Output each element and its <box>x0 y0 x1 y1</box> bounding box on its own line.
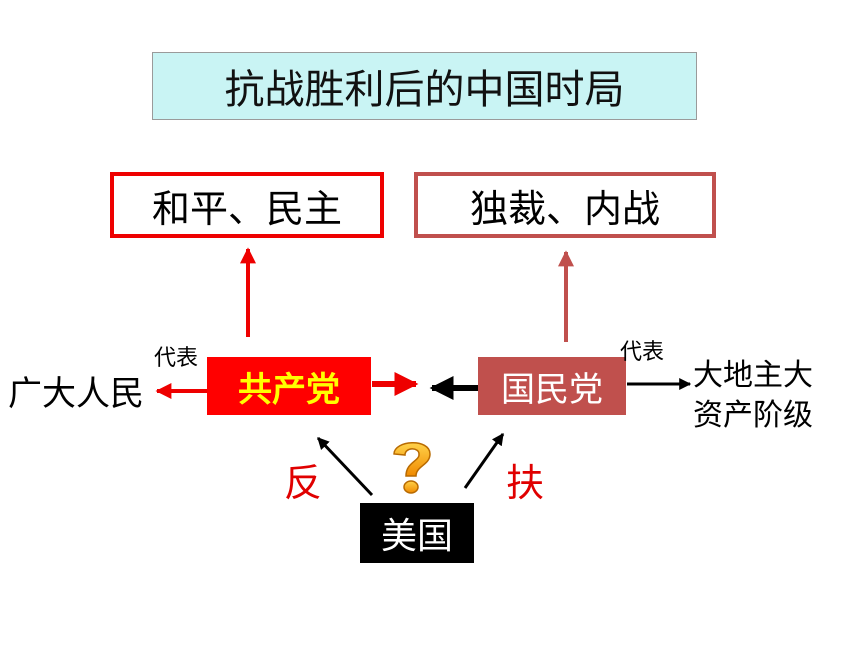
usa-box: 美国 <box>360 503 474 563</box>
question-mark-icon <box>393 442 431 494</box>
usa-support-arrow <box>463 433 505 489</box>
ccp-box: 共产党 <box>207 357 371 415</box>
diagram-title: 抗战胜利后的中国时局 <box>152 52 697 120</box>
ccp-goal-box: 和平、民主 <box>110 172 384 238</box>
kmt-represents-text: 大地主大 资产阶级 <box>693 356 813 436</box>
kmt-represent-label: 代表 <box>620 340 665 365</box>
kmt-goal-box: 独裁、内战 <box>414 172 716 238</box>
usa-oppose-label: 反 <box>284 461 323 505</box>
usa-support-label: 扶 <box>506 461 545 505</box>
kmt-box: 国民党 <box>478 357 626 415</box>
kmt-represents-line-1: 大地主大 <box>693 358 813 393</box>
kmt-represents-line-2: 资产阶级 <box>693 398 813 433</box>
usa-oppose-arrow <box>316 436 374 497</box>
ccp-represent-label: 代表 <box>154 346 199 371</box>
ccp-represents-text: 广大人民 <box>8 374 144 414</box>
